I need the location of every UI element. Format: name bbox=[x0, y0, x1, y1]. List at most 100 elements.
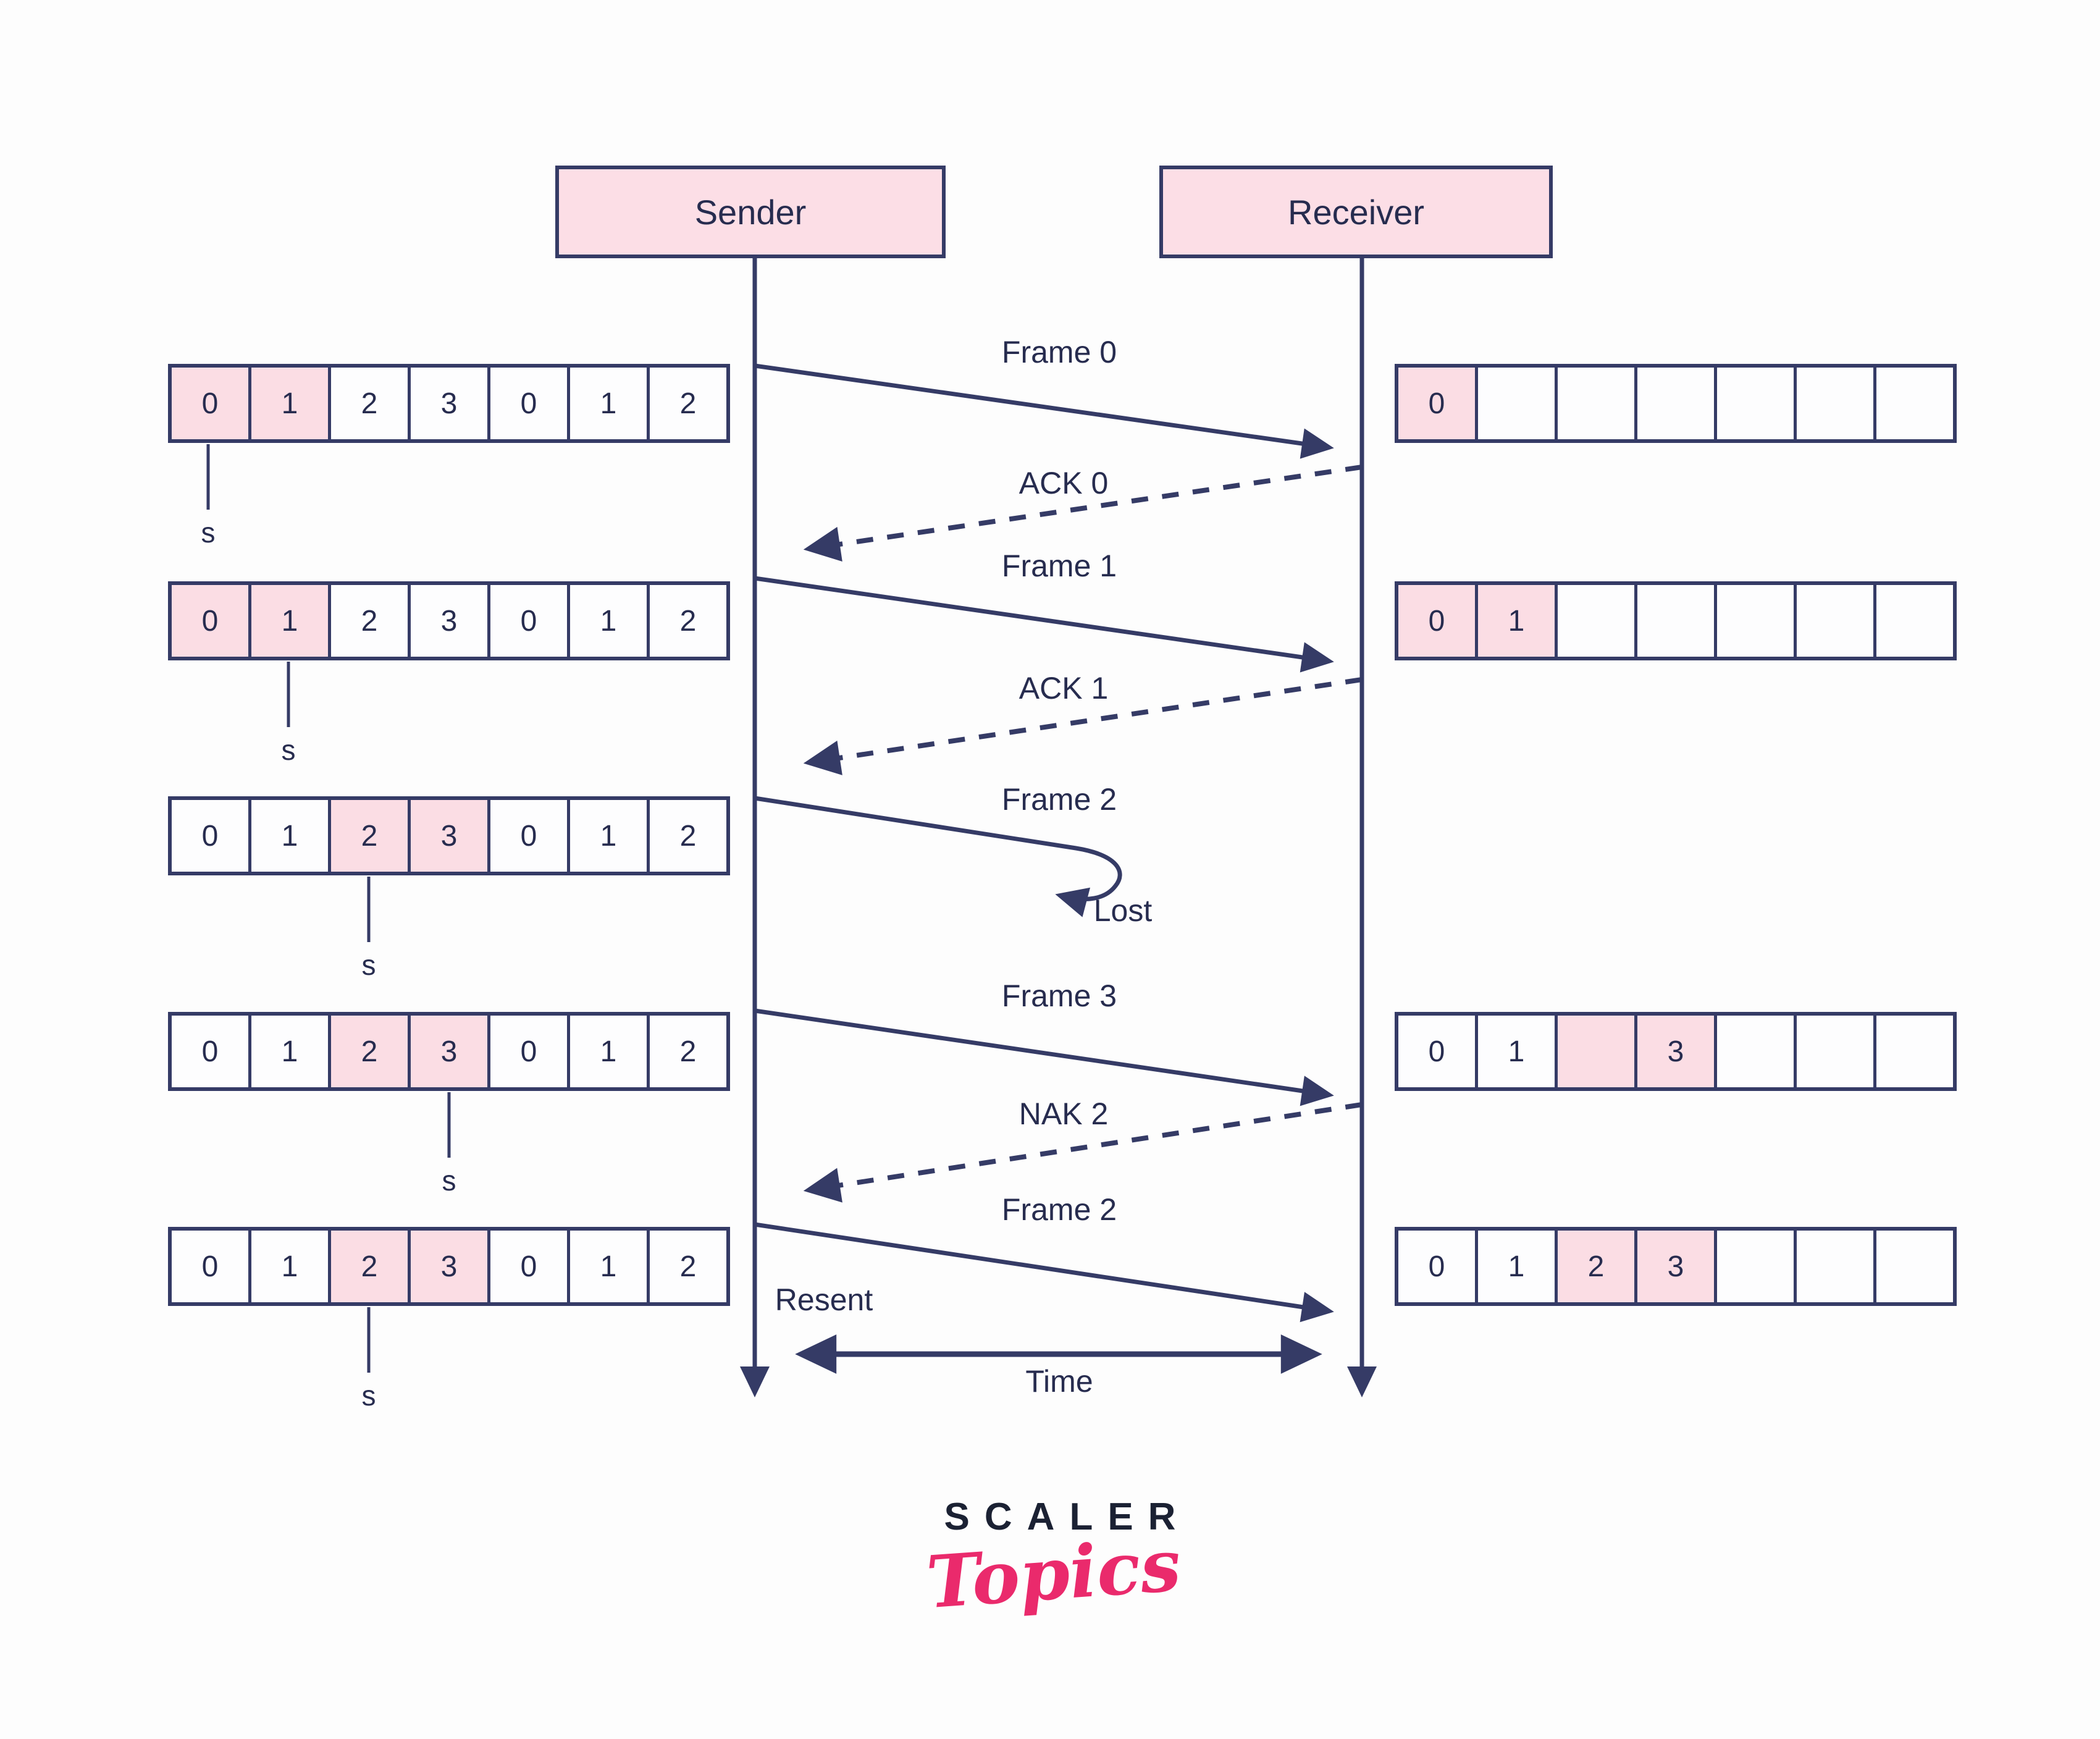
frame3-label: Frame 3 bbox=[1001, 979, 1117, 1013]
receiver-window-cell bbox=[1717, 1231, 1797, 1302]
receiver-window-cell bbox=[1797, 585, 1876, 657]
sender-window-cell: 2 bbox=[331, 368, 411, 439]
sender-window-cell: 3 bbox=[411, 1016, 490, 1087]
frame2-resent-label: Frame 2 bbox=[1001, 1192, 1117, 1227]
receiver-window-cell bbox=[1637, 585, 1717, 657]
receiver-lifeline-arrowhead-icon bbox=[1347, 1366, 1377, 1397]
sender-window-cell: 0 bbox=[172, 800, 251, 872]
receiver-window-cell bbox=[1717, 1016, 1797, 1087]
receiver-window-cell bbox=[1876, 1016, 1953, 1087]
receiver-window-cell: 0 bbox=[1398, 368, 1478, 439]
receiver-window-cell: 0 bbox=[1398, 585, 1478, 657]
sender-node-label: Sender bbox=[694, 192, 807, 232]
sender-window-cell: 1 bbox=[251, 800, 331, 872]
sender-window-cell: 2 bbox=[331, 585, 411, 657]
sender-window-cell: 1 bbox=[570, 1231, 650, 1302]
frame2-resent-arrow bbox=[754, 1222, 1334, 1323]
sender-window-cell: 1 bbox=[251, 1016, 331, 1087]
receiver-window-cell: 3 bbox=[1637, 1231, 1717, 1302]
sender-window-cell: 3 bbox=[411, 585, 490, 657]
sender-window-cell: 3 bbox=[411, 800, 490, 872]
lost-label: Lost bbox=[1093, 893, 1153, 928]
sender-window-cell: 0 bbox=[172, 585, 251, 657]
sender-window-cell: 2 bbox=[650, 585, 726, 657]
ack1-label: ACK 1 bbox=[1018, 671, 1109, 705]
receiver-node: Receiver bbox=[1159, 166, 1553, 258]
receiver-window-cell bbox=[1797, 1231, 1876, 1302]
receiver-window-cell bbox=[1717, 585, 1797, 657]
receiver-window-cell bbox=[1637, 368, 1717, 439]
resent-label: Resent bbox=[775, 1282, 873, 1317]
receiver-window-cell bbox=[1717, 368, 1797, 439]
s-pointer-label: s bbox=[281, 734, 296, 766]
sender-window-cell: 0 bbox=[490, 368, 570, 439]
sender-window-cell: 2 bbox=[331, 800, 411, 872]
sender-window-cell: 3 bbox=[411, 368, 490, 439]
sender-window-cell: 0 bbox=[172, 1016, 251, 1087]
sender-window-cell: 1 bbox=[570, 1016, 650, 1087]
receiver-window-cell: 2 bbox=[1558, 1231, 1637, 1302]
receiver-window-cell bbox=[1876, 368, 1953, 439]
sender-window-cell: 2 bbox=[650, 368, 726, 439]
sender-window-cell: 2 bbox=[650, 1016, 726, 1087]
sender-window-cell: 0 bbox=[490, 1016, 570, 1087]
sender-window-cell: 1 bbox=[251, 1231, 331, 1302]
receiver-window-cell bbox=[1797, 1016, 1876, 1087]
receiver-window-cell bbox=[1558, 1016, 1637, 1087]
sender-window-cell: 1 bbox=[570, 800, 650, 872]
receiver-window-cell: 1 bbox=[1478, 1016, 1558, 1087]
scaler-logo-wordmark: SCALER bbox=[944, 1496, 1191, 1538]
receiver-window-cell: 1 bbox=[1478, 585, 1558, 657]
sender-window-cell: 1 bbox=[570, 585, 650, 657]
sender-lifeline-arrowhead-icon bbox=[740, 1366, 770, 1397]
sender-window-cell: 3 bbox=[411, 1231, 490, 1302]
receiver-window-cell bbox=[1558, 585, 1637, 657]
sender-window-cell: 2 bbox=[650, 1231, 726, 1302]
sender-window-cell: 1 bbox=[570, 368, 650, 439]
receiver-window-cell bbox=[1797, 368, 1876, 439]
s-pointer-label: s bbox=[361, 949, 376, 981]
sender-window-cell: 0 bbox=[490, 585, 570, 657]
receiver-node-label: Receiver bbox=[1288, 192, 1424, 232]
frame0-arrow bbox=[754, 363, 1334, 459]
s-pointer-label: s bbox=[361, 1379, 376, 1412]
scaler-topics-logo-script: Topics bbox=[924, 1523, 1183, 1625]
receiver-window-cell bbox=[1876, 1231, 1953, 1302]
frame2-lost-arrow bbox=[754, 796, 1122, 917]
sender-window-cell: 2 bbox=[650, 800, 726, 872]
s-pointer-label: s bbox=[442, 1164, 456, 1197]
receiver-window-cell bbox=[1876, 585, 1953, 657]
nak2-arrow bbox=[803, 1102, 1363, 1203]
frame2-label: Frame 2 bbox=[1001, 782, 1117, 817]
sender-window-cell: 0 bbox=[172, 1231, 251, 1302]
receiver-window-cell: 3 bbox=[1637, 1016, 1717, 1087]
sender-window-cell: 0 bbox=[490, 800, 570, 872]
sender-window-cell: 2 bbox=[331, 1016, 411, 1087]
sender-window-cell: 1 bbox=[251, 585, 331, 657]
frame1-label: Frame 1 bbox=[1001, 549, 1117, 583]
receiver-window-cell bbox=[1558, 368, 1637, 439]
sender-node: Sender bbox=[555, 166, 946, 258]
ack1-arrow bbox=[803, 677, 1363, 775]
receiver-window-cell: 1 bbox=[1478, 1231, 1558, 1302]
frame3-arrow bbox=[754, 1008, 1334, 1106]
receiver-window-cell: 0 bbox=[1398, 1016, 1478, 1087]
ack0-arrow bbox=[803, 465, 1363, 562]
receiver-window-cell: 0 bbox=[1398, 1231, 1478, 1302]
sender-window-cell: 0 bbox=[490, 1231, 570, 1302]
receiver-window-cell bbox=[1478, 368, 1558, 439]
frame1-arrow bbox=[754, 576, 1334, 673]
frame0-label: Frame 0 bbox=[1001, 335, 1117, 369]
sender-window-cell: 1 bbox=[251, 368, 331, 439]
nak2-label: NAK 2 bbox=[1018, 1097, 1109, 1131]
receiver-window-row: 0 bbox=[1395, 364, 1957, 443]
